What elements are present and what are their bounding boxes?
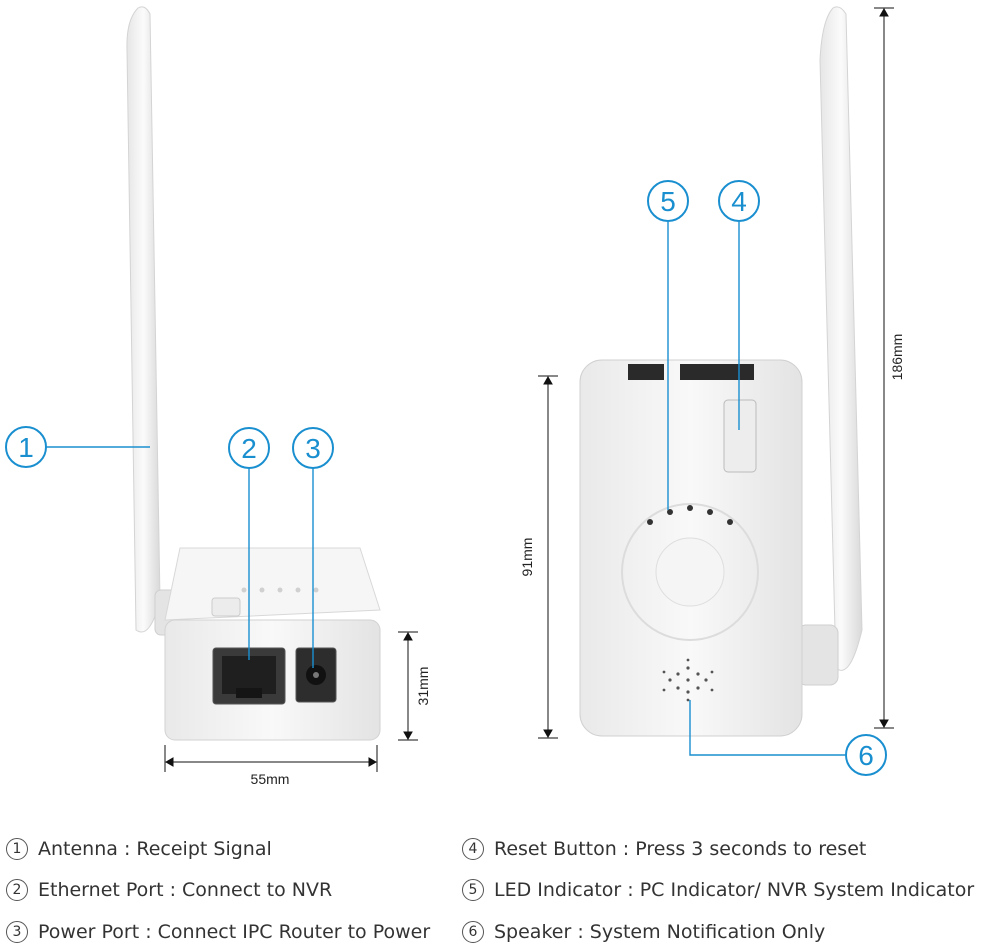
- callout-6: 6: [845, 734, 887, 776]
- legend-text-2: Ethernet Port : Connect to NVR: [38, 879, 333, 901]
- callout-6-label: 6: [858, 740, 874, 771]
- dim-total-height-label: 186mm: [889, 334, 905, 381]
- legend-item-ethernet-port: 2 Ethernet Port : Connect to NVR: [6, 879, 332, 901]
- legend-item-speaker: 6 Speaker : System Notification Only: [462, 921, 825, 943]
- callout-5-label: 5: [660, 186, 676, 217]
- callout-4-label: 4: [731, 186, 747, 217]
- callout-1: 1: [5, 426, 47, 468]
- dim-depth: [398, 631, 418, 741]
- dim-width-label: 55mm: [251, 771, 290, 787]
- legend-num-1: 1: [6, 838, 28, 860]
- left-led-dots: [241, 587, 319, 593]
- legend-item-power-port: 3 Power Port : Connect IPC Router to Pow…: [6, 921, 430, 943]
- legend-text-6: Speaker : System Notification Only: [494, 921, 826, 943]
- right-led-dots: [647, 505, 733, 525]
- legend-num-2: 2: [6, 879, 28, 901]
- legend-item-led-indicator: 5 LED Indicator : PC Indicator/ NVR Syst…: [462, 879, 974, 901]
- legend-num-5: 5: [462, 879, 484, 901]
- legend-text-5: LED Indicator : PC Indicator/ NVR System…: [494, 879, 975, 901]
- legend-text-1: Antenna : Receipt Signal: [38, 838, 272, 860]
- callout-3-label: 3: [305, 433, 321, 464]
- speaker-grille: [662, 658, 714, 702]
- legend-text-4: Reset Button : Press 3 seconds to reset: [494, 838, 867, 860]
- dim-total-height: [874, 7, 894, 729]
- callout-3: 3: [292, 427, 334, 469]
- legend-item-reset-button: 4 Reset Button : Press 3 seconds to rese…: [462, 838, 866, 860]
- right-antenna-hinge: [797, 624, 839, 686]
- legend-text-3: Power Port : Connect IPC Router to Power: [38, 921, 431, 943]
- left-antenna: [126, 6, 161, 633]
- callout-5: 5: [647, 180, 689, 222]
- callout-1-label: 1: [18, 432, 34, 463]
- indicator-ring: [621, 503, 759, 641]
- legend-num-6: 6: [462, 921, 484, 943]
- left-device: [126, 6, 381, 741]
- callout-2: 2: [228, 427, 270, 469]
- left-reset-slot: [211, 597, 241, 617]
- legend-item-antenna: 1 Antenna : Receipt Signal: [6, 838, 272, 860]
- dim-width: [164, 745, 378, 772]
- dim-depth-label: 31mm: [415, 667, 431, 706]
- left-device-top: [164, 547, 381, 621]
- dim-height: [538, 375, 558, 739]
- right-antenna: [819, 6, 863, 671]
- callout-2-label: 2: [241, 433, 257, 464]
- reset-button: [723, 399, 757, 473]
- legend-num-3: 3: [6, 921, 28, 943]
- dim-height-label: 91mm: [519, 538, 535, 577]
- callout-line-6: [689, 700, 846, 756]
- product-diagram: 1 2 3 4 5 6: [5, 6, 905, 787]
- callout-4: 4: [718, 180, 760, 222]
- right-device: [579, 6, 863, 737]
- legend-num-4: 4: [462, 838, 484, 860]
